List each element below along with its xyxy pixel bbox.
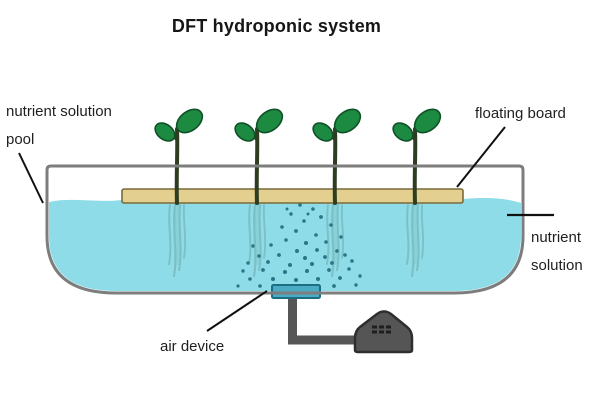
floating-board bbox=[121, 188, 464, 204]
label-pool-line2: pool bbox=[6, 131, 35, 148]
nutrient-solution-water bbox=[49, 198, 521, 291]
label-solution-line1: nutrient bbox=[531, 229, 582, 246]
air-device-pointer-line bbox=[206, 290, 268, 332]
label-floating-board-text: floating board bbox=[475, 105, 566, 122]
label-air-device-text: air device bbox=[160, 338, 225, 355]
label-nutrient-solution: nutrient solution bbox=[531, 224, 583, 280]
label-solution-line2: solution bbox=[531, 257, 583, 274]
nutrient-pool-tank bbox=[45, 164, 525, 295]
floating-board-pointer-line bbox=[456, 126, 506, 188]
air-pipe bbox=[288, 295, 358, 345]
label-nutrient-solution-pool: nutrient solution pool bbox=[6, 98, 112, 154]
label-floating-board: floating board bbox=[475, 100, 566, 128]
diagram-title: DFT hydroponic system bbox=[171, 16, 382, 36]
label-pool-line1: nutrient solution bbox=[6, 103, 112, 120]
pump-vents bbox=[372, 325, 391, 334]
air-pump bbox=[353, 310, 414, 354]
pool-pointer-line bbox=[18, 152, 44, 204]
label-air-device: air device bbox=[160, 333, 224, 361]
